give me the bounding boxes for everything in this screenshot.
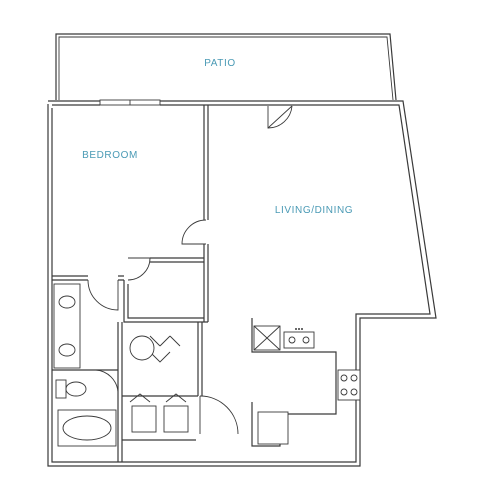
- sink-icon: [58, 295, 76, 309]
- room-label-bedroom: BEDROOM: [82, 150, 138, 161]
- room-label-patio: PATIO: [204, 58, 236, 69]
- exterior-walls: [47, 100, 437, 467]
- kitchen-sink-icon: [283, 328, 315, 349]
- patio-area: [55, 33, 397, 101]
- room-label-living-dining: LIVING/DINING: [275, 205, 353, 216]
- bath-fixtures: [53, 283, 189, 447]
- interior-walls: [52, 105, 337, 462]
- range-icon: [337, 369, 361, 401]
- dryer-icon: [163, 405, 189, 433]
- toilet-icon: [55, 379, 87, 399]
- sliding-door: [99, 99, 161, 106]
- water-heater-icon: [129, 335, 155, 361]
- refrigerator-icon: [257, 411, 289, 445]
- kitchen-fixtures: [253, 325, 361, 445]
- door-swings: [87, 104, 298, 435]
- washer-icon: [131, 405, 157, 433]
- sink-icon: [58, 343, 76, 357]
- bathtub-icon: [57, 409, 117, 447]
